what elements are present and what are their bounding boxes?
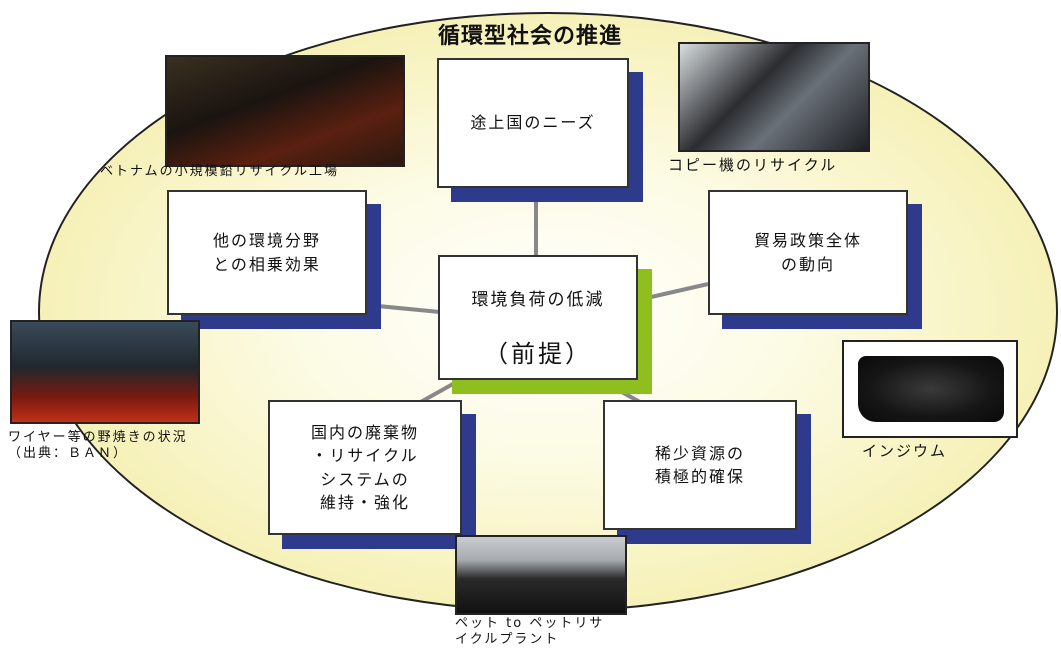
box-domestic-recycling-system-label: 国内の廃棄物 ・リサイクル システムの 維持・強化 bbox=[310, 423, 419, 512]
vietnam-lead-recycling-photo bbox=[165, 55, 405, 167]
diagram-title: 循環型社会の推進 bbox=[437, 24, 622, 49]
box-rare-resources: 稀少資源の 積極的確保 bbox=[603, 400, 797, 530]
vietnam-caption: ベトナムの小規模鉛リサイクル工場 bbox=[100, 164, 339, 179]
box-environmental-load-reduction: 環境負荷の低減 （前提） bbox=[438, 255, 638, 380]
box-developing-country-needs: 途上国のニーズ bbox=[437, 58, 629, 188]
box-trade-policy-label: 貿易政策全体 の動向 bbox=[753, 231, 862, 274]
copier-recycling-photo bbox=[678, 42, 870, 152]
box-trade-policy: 貿易政策全体 の動向 bbox=[708, 190, 908, 315]
box-environmental-synergy: 他の環境分野 との相乗効果 bbox=[167, 190, 367, 315]
box-developing-country-needs-label: 途上国のニーズ bbox=[470, 113, 596, 133]
pet-recycling-caption: ペット to ペットリサ イクルプラント bbox=[455, 616, 605, 647]
connector-bottom-right bbox=[599, 378, 641, 404]
box-environmental-synergy-label: 他の環境分野 との相乗効果 bbox=[212, 231, 321, 274]
indium-photo bbox=[842, 340, 1018, 438]
box-rare-resources-label: 稀少資源の 積極的確保 bbox=[654, 443, 745, 486]
indium-caption: インジウム bbox=[862, 442, 948, 460]
center-line-1: 環境負荷の低減 bbox=[471, 289, 605, 310]
connector-right bbox=[637, 282, 709, 302]
pet-recycling-plant-photo bbox=[455, 535, 627, 615]
indium-sample bbox=[858, 356, 1004, 422]
box-domestic-recycling-system: 国内の廃棄物 ・リサイクル システムの 維持・強化 bbox=[268, 400, 462, 535]
copier-caption: コピー機のリサイクル bbox=[668, 156, 838, 174]
center-line-2: （前提） bbox=[484, 340, 592, 369]
wire-burning-photo bbox=[10, 320, 200, 424]
wire-burning-caption: ワイヤー等の野焼きの状況 （出典：ＢＡＮ） bbox=[8, 430, 188, 461]
